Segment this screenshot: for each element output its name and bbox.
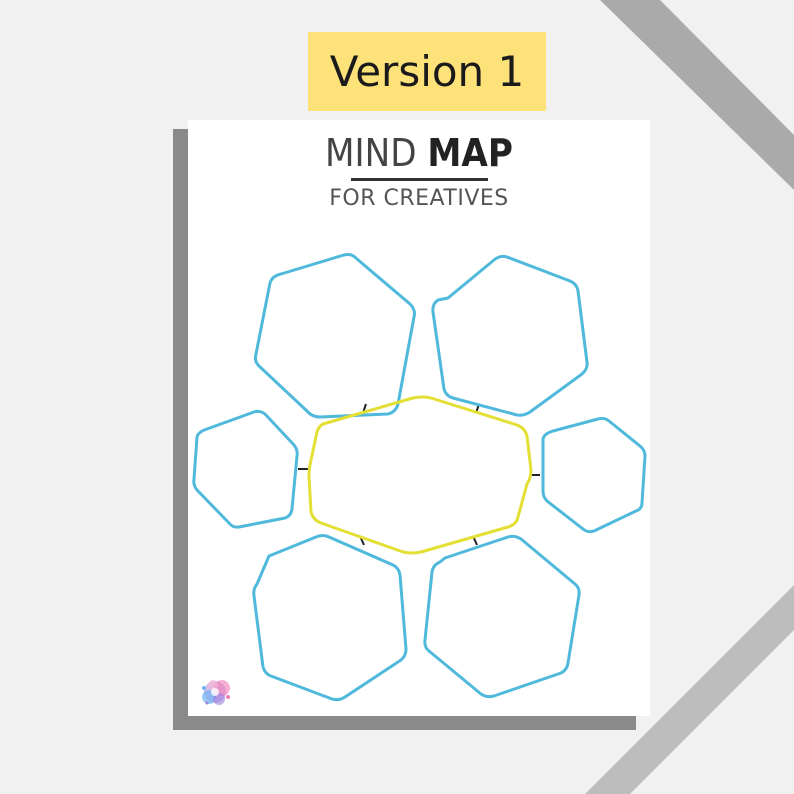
worksheet-page	[188, 120, 650, 716]
watercolor-splash-logo	[202, 680, 230, 705]
title-underline	[351, 178, 488, 181]
hexagon-center	[307, 395, 533, 555]
hexagon-left	[192, 409, 299, 529]
version-label: Version 1	[308, 32, 546, 111]
worksheet-subtitle: FOR CREATIVES	[329, 186, 509, 211]
connectors	[298, 403, 540, 546]
hexagon-bottom-right	[423, 534, 581, 699]
version-label-text: Version 1	[329, 47, 525, 96]
worksheet-title: MIND MAP	[188, 133, 650, 173]
hexagon-right	[541, 416, 647, 534]
title-light: MIND	[325, 131, 428, 175]
title-bold: MAP	[427, 131, 513, 175]
stripe-bottom-right	[585, 585, 794, 794]
hexagon-bottom-left	[252, 534, 408, 702]
stripe-top-right	[600, 0, 794, 190]
hexagon-top-right	[431, 254, 589, 417]
hexagon-top-left	[253, 253, 416, 419]
